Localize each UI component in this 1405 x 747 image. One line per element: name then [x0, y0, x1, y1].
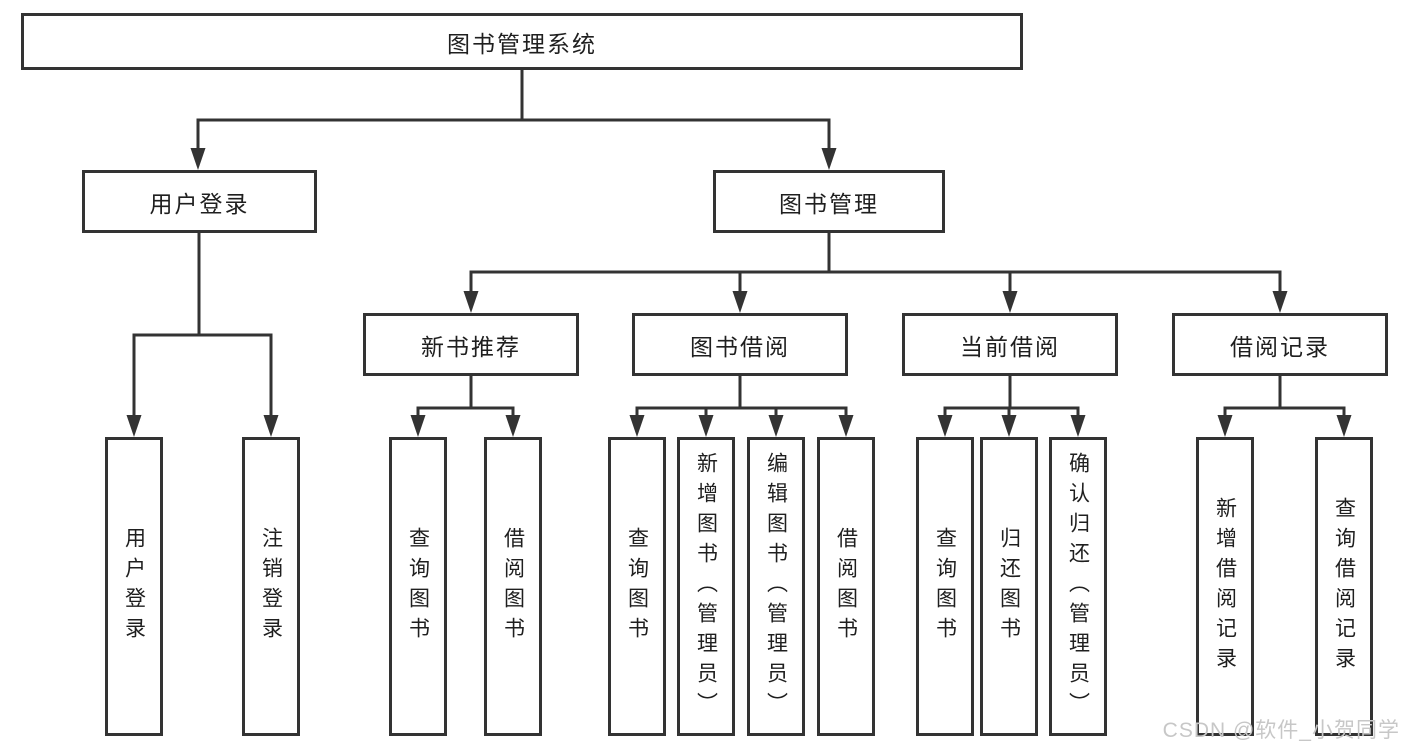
- leaf-label: 确认归还（管理员）: [1066, 451, 1090, 722]
- arrow-down-icon: [410, 415, 426, 437]
- node-label: 图书借阅: [690, 333, 790, 360]
- leaf-add-books-admin: 新增图书（管理员）: [677, 437, 735, 736]
- arrow-down-icon: [1070, 415, 1086, 437]
- arrow-down-icon: [821, 148, 837, 170]
- arrow-down-icon: [768, 415, 784, 437]
- arrow-down-icon: [937, 415, 953, 437]
- node-label: 新书推荐: [421, 333, 521, 360]
- arrowheads: [126, 148, 1352, 437]
- leaf-label: 新增图书（管理员）: [694, 451, 718, 722]
- arrow-down-icon: [263, 415, 279, 437]
- node-borrow-records: 借阅记录: [1172, 313, 1388, 376]
- leaf-query-books-borrow: 查询图书: [608, 437, 666, 736]
- arrow-down-icon: [190, 148, 206, 170]
- leaf-query-books-recommend: 查询图书: [389, 437, 447, 736]
- leaf-label: 注销登录: [259, 526, 283, 647]
- leaf-confirm-return-admin: 确认归还（管理员）: [1049, 437, 1107, 736]
- arrow-down-icon: [629, 415, 645, 437]
- leaf-label: 用户登录: [122, 526, 146, 647]
- leaf-query-borrow-record: 查询借阅记录: [1315, 437, 1373, 736]
- node-label: 借阅记录: [1230, 333, 1330, 360]
- node-current-borrow: 当前借阅: [902, 313, 1118, 376]
- leaf-label: 查询图书: [625, 526, 649, 647]
- node-label: 图书管理: [779, 190, 879, 217]
- leaf-user-login: 用户登录: [105, 437, 163, 736]
- arrow-down-icon: [126, 415, 142, 437]
- arrow-down-icon: [698, 415, 714, 437]
- leaf-borrow-books-recommend: 借阅图书: [484, 437, 542, 736]
- leaf-label: 查询借阅记录: [1332, 496, 1356, 677]
- node-label: 图书管理系统: [447, 30, 597, 57]
- leaf-label: 查询图书: [406, 526, 430, 647]
- arrow-down-icon: [1272, 291, 1288, 313]
- node-user-login: 用户登录: [82, 170, 317, 233]
- leaf-return-books: 归还图书: [980, 437, 1038, 736]
- arrow-down-icon: [505, 415, 521, 437]
- node-library-system: 图书管理系统: [21, 13, 1023, 70]
- arrow-down-icon: [732, 291, 748, 313]
- arrow-down-icon: [1336, 415, 1352, 437]
- node-book-management: 图书管理: [713, 170, 945, 233]
- leaf-logout: 注销登录: [242, 437, 300, 736]
- arrow-down-icon: [463, 291, 479, 313]
- arrow-down-icon: [1001, 415, 1017, 437]
- arrow-down-icon: [1217, 415, 1233, 437]
- leaf-label: 归还图书: [997, 526, 1021, 647]
- csdn-watermark: CSDN @软件_小贺同学: [1162, 719, 1400, 742]
- node-label: 用户登录: [149, 190, 250, 217]
- arrow-down-icon: [1002, 291, 1018, 313]
- leaf-label: 编辑图书（管理员）: [764, 451, 788, 722]
- leaf-add-borrow-record: 新增借阅记录: [1196, 437, 1254, 736]
- leaf-label: 查询图书: [933, 526, 957, 647]
- node-new-book-recommend: 新书推荐: [363, 313, 579, 376]
- leaf-borrow-books: 借阅图书: [817, 437, 875, 736]
- leaf-edit-books-admin: 编辑图书（管理员）: [747, 437, 805, 736]
- node-label: 当前借阅: [960, 333, 1060, 360]
- leaf-label: 新增借阅记录: [1213, 496, 1237, 677]
- leaf-query-books-current: 查询图书: [916, 437, 974, 736]
- arrow-down-icon: [838, 415, 854, 437]
- leaf-label: 借阅图书: [501, 526, 525, 647]
- leaf-label: 借阅图书: [834, 526, 858, 647]
- node-book-borrow: 图书借阅: [632, 313, 848, 376]
